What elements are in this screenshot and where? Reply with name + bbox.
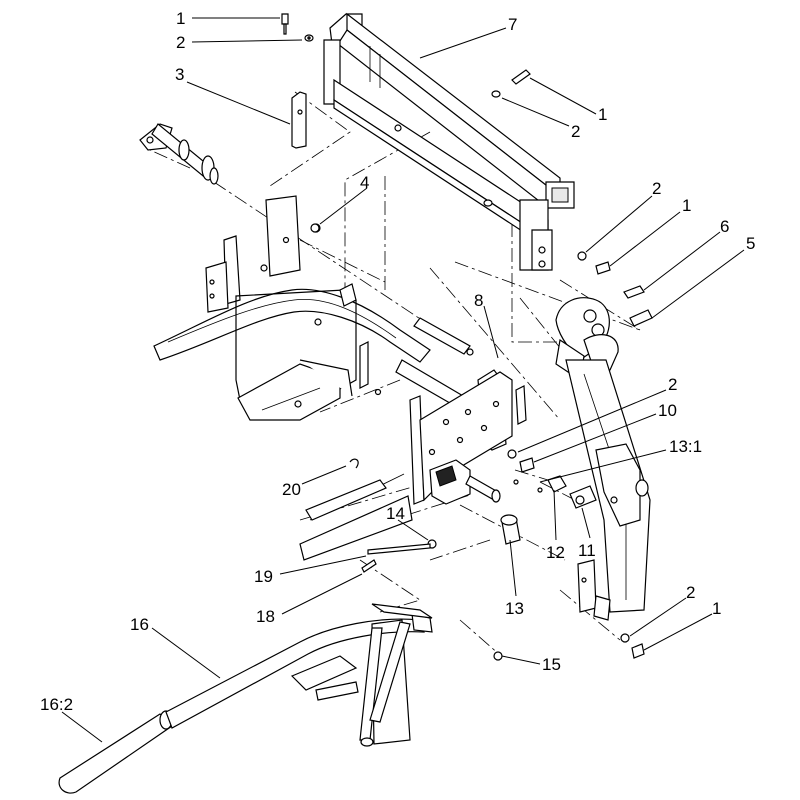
callout-13-1: 13:1 — [669, 437, 702, 456]
callout-1: 1 — [176, 9, 185, 28]
callout-2: 2 — [571, 122, 580, 141]
callout-2: 2 — [176, 33, 185, 52]
callout-labels: 1 2 3 7 1 2 4 2 1 6 5 8 2 10 13:1 20 14 … — [40, 9, 755, 714]
callout-leaders — [61, 17, 745, 743]
callout-6: 6 — [720, 217, 729, 236]
hardware — [281, 13, 653, 661]
mounting-plate — [291, 91, 307, 149]
callout-4: 4 — [360, 173, 369, 192]
center-mount-plate — [299, 371, 513, 561]
callout-18: 18 — [256, 607, 275, 626]
callout-5: 5 — [746, 234, 755, 253]
right-latch-arm — [555, 297, 651, 621]
callout-7: 7 — [508, 15, 517, 34]
callout-2: 2 — [686, 583, 695, 602]
callout-11: 11 — [578, 541, 596, 560]
callout-19: 19 — [254, 567, 273, 586]
callout-1: 1 — [598, 105, 607, 124]
callout-10: 10 — [658, 401, 677, 420]
upper-cross-frame — [323, 12, 575, 271]
callout-16-2: 16:2 — [40, 695, 73, 714]
clevis-pin — [500, 514, 521, 545]
callout-1: 1 — [682, 196, 691, 215]
callout-2: 2 — [668, 375, 677, 394]
pivot-shaft — [139, 123, 219, 185]
callout-1: 1 — [712, 599, 721, 618]
callout-3: 3 — [175, 65, 184, 84]
callout-13: 13 — [505, 599, 524, 618]
handle-lever — [58, 603, 433, 794]
callout-14: 14 — [386, 504, 405, 523]
left-side-frame — [153, 195, 474, 421]
assembly-centerlines — [149, 91, 641, 656]
callout-20: 20 — [282, 480, 301, 499]
callout-8: 8 — [474, 291, 483, 310]
callout-12: 12 — [546, 543, 565, 562]
callout-15: 15 — [542, 655, 561, 674]
callout-2: 2 — [652, 179, 661, 198]
callout-16: 16 — [130, 615, 149, 634]
